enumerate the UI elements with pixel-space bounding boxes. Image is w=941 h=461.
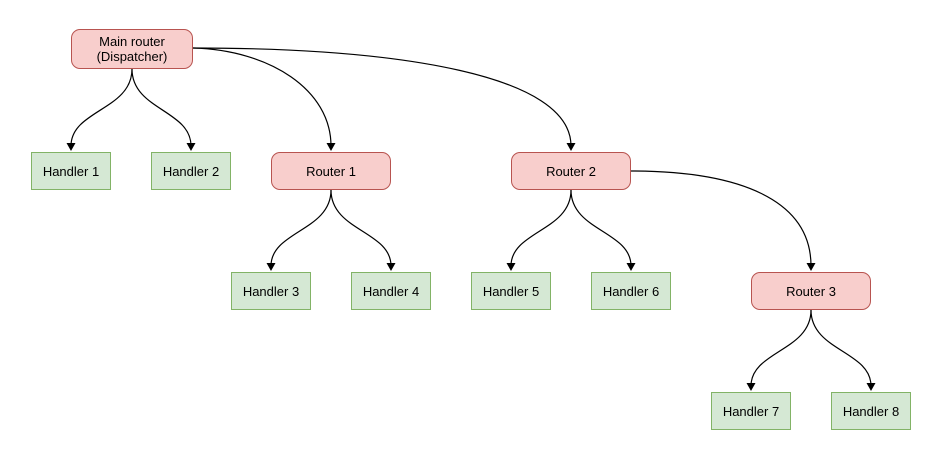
node-label-handler-8: Handler 8 [842, 403, 900, 419]
edge-router-1-to-handler-4 [330, 189, 396, 271]
edge-main-to-handler-2-line [131, 68, 192, 147]
edge-router-2-to-handler-5 [506, 189, 572, 271]
node-handler-8[interactable]: Handler 8 [831, 392, 911, 430]
node-label-main-router: Main router (Dispatcher) [96, 34, 168, 64]
edge-router-1-to-handler-3 [266, 189, 332, 271]
edge-main-to-router-2-line [192, 47, 572, 147]
edge-router-3-to-handler-8-arrowhead-icon [866, 383, 876, 391]
node-label-handler-5: Handler 5 [482, 283, 540, 299]
edge-router-1-to-handler-3-line [270, 189, 332, 267]
edge-router-2-to-handler-5-line [510, 189, 572, 267]
edge-router-2-to-router-3-arrowhead-icon [806, 263, 816, 271]
edge-router-1-to-handler-4-line [330, 189, 392, 267]
node-router-1[interactable]: Router 1 [271, 152, 391, 190]
edge-router-3-to-handler-7-arrowhead-icon [746, 383, 756, 391]
node-label-handler-3: Handler 3 [242, 283, 300, 299]
edge-main-to-handler-2 [131, 68, 196, 151]
edge-router-3-to-handler-7 [746, 309, 812, 391]
edge-main-to-router-2 [192, 47, 576, 151]
edge-router-2-to-handler-6 [570, 189, 636, 271]
edge-router-2-to-handler-6-line [570, 189, 632, 267]
edge-main-to-handler-1 [66, 68, 133, 151]
node-label-handler-6: Handler 6 [602, 283, 660, 299]
edge-main-to-router-1-arrowhead-icon [326, 143, 336, 151]
node-handler-1[interactable]: Handler 1 [31, 152, 111, 190]
node-router-2[interactable]: Router 2 [511, 152, 631, 190]
edge-main-to-router-1-line [192, 47, 332, 147]
edge-router-3-to-handler-8 [810, 309, 876, 391]
edge-router-2-to-handler-5-arrowhead-icon [506, 263, 516, 271]
node-main-router[interactable]: Main router (Dispatcher) [71, 29, 193, 69]
node-handler-7[interactable]: Handler 7 [711, 392, 791, 430]
edge-main-to-handler-1-arrowhead-icon [66, 143, 76, 151]
node-handler-6[interactable]: Handler 6 [591, 272, 671, 310]
edge-main-to-handler-2-arrowhead-icon [186, 143, 196, 151]
node-label-router-1: Router 1 [306, 163, 356, 179]
edge-router-1-to-handler-4-arrowhead-icon [386, 263, 396, 271]
node-label-handler-7: Handler 7 [722, 403, 780, 419]
node-handler-5[interactable]: Handler 5 [471, 272, 551, 310]
node-handler-3[interactable]: Handler 3 [231, 272, 311, 310]
edge-router-2-to-handler-6-arrowhead-icon [626, 263, 636, 271]
node-label-router-2: Router 2 [546, 163, 596, 179]
edge-main-to-router-1 [192, 47, 336, 151]
node-handler-4[interactable]: Handler 4 [351, 272, 431, 310]
node-handler-2[interactable]: Handler 2 [151, 152, 231, 190]
node-label-router-3: Router 3 [786, 283, 836, 299]
edge-router-2-to-router-3-line [630, 170, 812, 267]
node-label-handler-2: Handler 2 [162, 163, 220, 179]
edge-router-2-to-router-3 [630, 170, 816, 271]
node-router-3[interactable]: Router 3 [751, 272, 871, 310]
edge-main-to-handler-1-line [70, 68, 133, 147]
edge-router-3-to-handler-8-line [810, 309, 872, 387]
node-label-handler-1: Handler 1 [42, 163, 100, 179]
node-label-handler-4: Handler 4 [362, 283, 420, 299]
edge-router-1-to-handler-3-arrowhead-icon [266, 263, 276, 271]
edge-router-3-to-handler-7-line [750, 309, 812, 387]
edge-main-to-router-2-arrowhead-icon [566, 143, 576, 151]
